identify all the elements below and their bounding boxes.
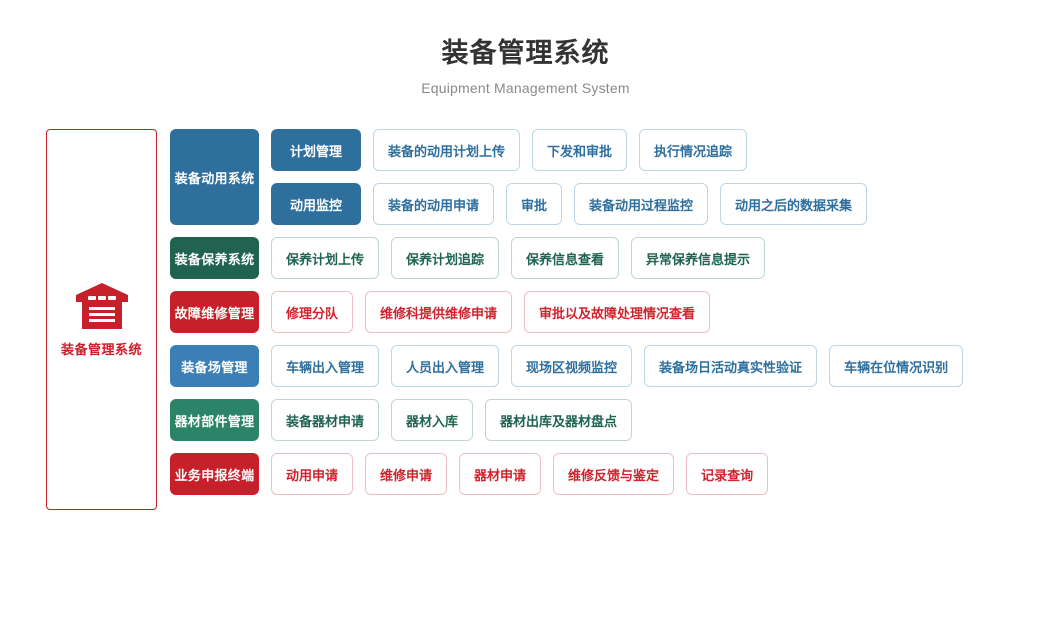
diagram-row: 故障维修管理 修理分队 维修科提供维修申请 审批以及故障处理情况查看 [170,291,963,333]
leaf-cell-group: 装备的动用计划上传 下发和审批 执行情况追踪 [373,129,748,171]
leaf-cell[interactable]: 器材出库及器材盘点 [485,399,633,441]
leaf-cell[interactable]: 异常保养信息提示 [631,237,766,279]
leaf-cell[interactable]: 装备的动用计划上传 [373,129,521,171]
diagram-row: 装备动用系统 计划管理 装备的动用计划上传 下发和审批 执行情况追踪 动用监控 … [170,129,963,225]
category-block-parts-management[interactable]: 器材部件管理 [170,399,259,441]
leaf-cell[interactable]: 审批 [506,183,563,225]
leaf-cell[interactable]: 保养计划追踪 [391,237,500,279]
brand-panel: 装备管理系统 [46,129,157,510]
page-header: 装备管理系统 Equipment Management System [0,36,1051,97]
leaf-cell-group: 动用申请 维修申请 器材申请 维修反馈与鉴定 记录查询 [271,453,769,495]
page-subtitle: Equipment Management System [421,80,630,96]
category-block-business-declaration-terminal[interactable]: 业务申报终端 [170,453,259,495]
diagram-subrow: 动用监控 装备的动用申请 审批 装备动用过程监控 动用之后的数据采集 [271,183,868,225]
leaf-cell[interactable]: 保养信息查看 [511,237,620,279]
category-block-fault-repair[interactable]: 故障维修管理 [170,291,259,333]
leaf-cell[interactable]: 器材入库 [391,399,474,441]
leaf-cell[interactable]: 保养计划上传 [271,237,380,279]
leaf-cell[interactable]: 维修申请 [365,453,448,495]
leaf-cell[interactable]: 执行情况追踪 [639,129,748,171]
leaf-cell[interactable]: 现场区视频监控 [511,345,633,387]
leaf-cell[interactable]: 装备场日活动真实性验证 [644,345,818,387]
diagram-row: 业务申报终端 动用申请 维修申请 器材申请 维修反馈与鉴定 记录查询 [170,453,963,495]
leaf-cell[interactable]: 下发和审批 [532,129,628,171]
diagram-subrow: 计划管理 装备的动用计划上传 下发和审批 执行情况追踪 [271,129,867,171]
leaf-cell[interactable]: 装备器材申请 [271,399,380,441]
leaf-cell[interactable]: 动用申请 [271,453,354,495]
leaf-cell[interactable]: 车辆在位情况识别 [829,345,964,387]
leaf-cell[interactable]: 记录查询 [686,453,769,495]
category-block-equipment-maintenance[interactable]: 装备保养系统 [170,237,259,279]
leaf-cell[interactable]: 器材申请 [459,453,542,495]
leaf-cell-group: 装备器材申请 器材入库 器材出库及器材盘点 [271,399,633,441]
subcategory-block-dispatch-monitoring[interactable]: 动用监控 [271,183,361,225]
brand-label: 装备管理系统 [60,342,142,357]
leaf-cell[interactable]: 修理分队 [271,291,354,333]
leaf-cell[interactable]: 装备的动用申请 [373,183,495,225]
leaf-cell-group: 修理分队 维修科提供维修申请 审批以及故障处理情况查看 [271,291,711,333]
diagram-row: 装备场管理 车辆出入管理 人员出入管理 现场区视频监控 装备场日活动真实性验证 … [170,345,964,387]
leaf-cell[interactable]: 人员出入管理 [391,345,500,387]
category-block-depot-management[interactable]: 装备场管理 [170,345,259,387]
leaf-cell[interactable]: 动用之后的数据采集 [720,183,868,225]
diagram-row: 装备保养系统 保养计划上传 保养计划追踪 保养信息查看 异常保养信息提示 [170,237,963,279]
architecture-diagram: 装备动用系统 计划管理 装备的动用计划上传 下发和审批 执行情况追踪 动用监控 … [170,129,964,495]
subcategory-block-plan-management[interactable]: 计划管理 [271,129,361,171]
leaf-cell[interactable]: 车辆出入管理 [271,345,380,387]
leaf-cell-group: 车辆出入管理 人员出入管理 现场区视频监控 装备场日活动真实性验证 车辆在位情况… [271,345,964,387]
warehouse-icon [74,281,130,331]
diagram-row: 器材部件管理 装备器材申请 器材入库 器材出库及器材盘点 [170,399,963,441]
leaf-cell[interactable]: 装备动用过程监控 [574,183,709,225]
leaf-cell[interactable]: 维修科提供维修申请 [365,291,513,333]
leaf-cell-group: 保养计划上传 保养计划追踪 保养信息查看 异常保养信息提示 [271,237,766,279]
subrow-group: 计划管理 装备的动用计划上传 下发和审批 执行情况追踪 动用监控 装备的动用申请… [271,129,868,225]
page-title: 装备管理系统 [441,38,610,68]
leaf-cell-group: 装备的动用申请 审批 装备动用过程监控 动用之后的数据采集 [373,183,868,225]
leaf-cell[interactable]: 审批以及故障处理情况查看 [524,291,711,333]
category-block-equipment-dispatch[interactable]: 装备动用系统 [170,129,259,225]
leaf-cell[interactable]: 维修反馈与鉴定 [553,453,675,495]
